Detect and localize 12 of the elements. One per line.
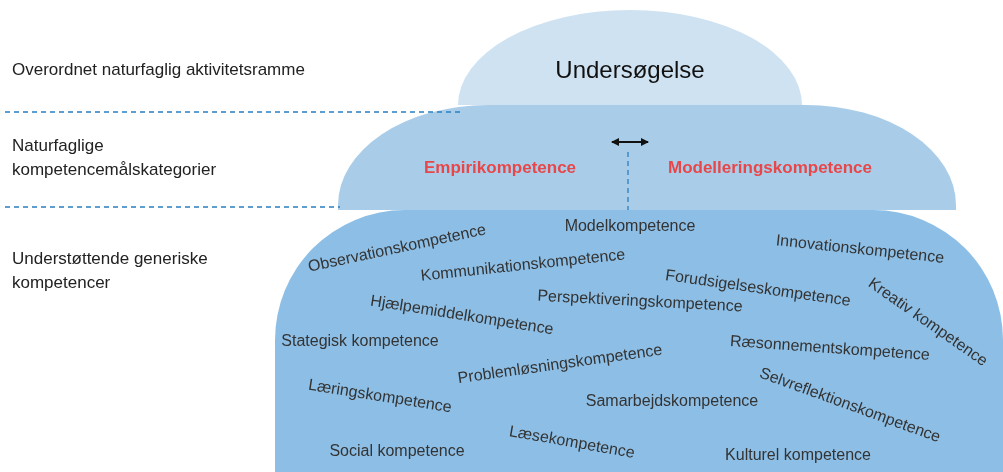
activity-title: Undersøgelse xyxy=(555,56,705,84)
competence-label: Samarbejdskompetence xyxy=(585,392,759,410)
category-heading: Empirikompetence xyxy=(423,158,577,178)
competence-label: Stategisk kompetence xyxy=(281,332,439,350)
rounded-shape xyxy=(275,210,1003,472)
competence-label: Social kompetence xyxy=(329,442,465,460)
competence-label: Kulturel kompetence xyxy=(725,446,871,464)
category-heading: Modelleringskompetence xyxy=(667,158,873,178)
row-label: Understøttende generiske kompetencer xyxy=(12,248,209,294)
row-label: Overordnet naturfaglig aktivitetsramme xyxy=(12,59,306,81)
competence-label: Modelkompetence xyxy=(564,217,696,235)
row-label: Naturfaglige kompetencemålskategorier xyxy=(12,135,218,181)
